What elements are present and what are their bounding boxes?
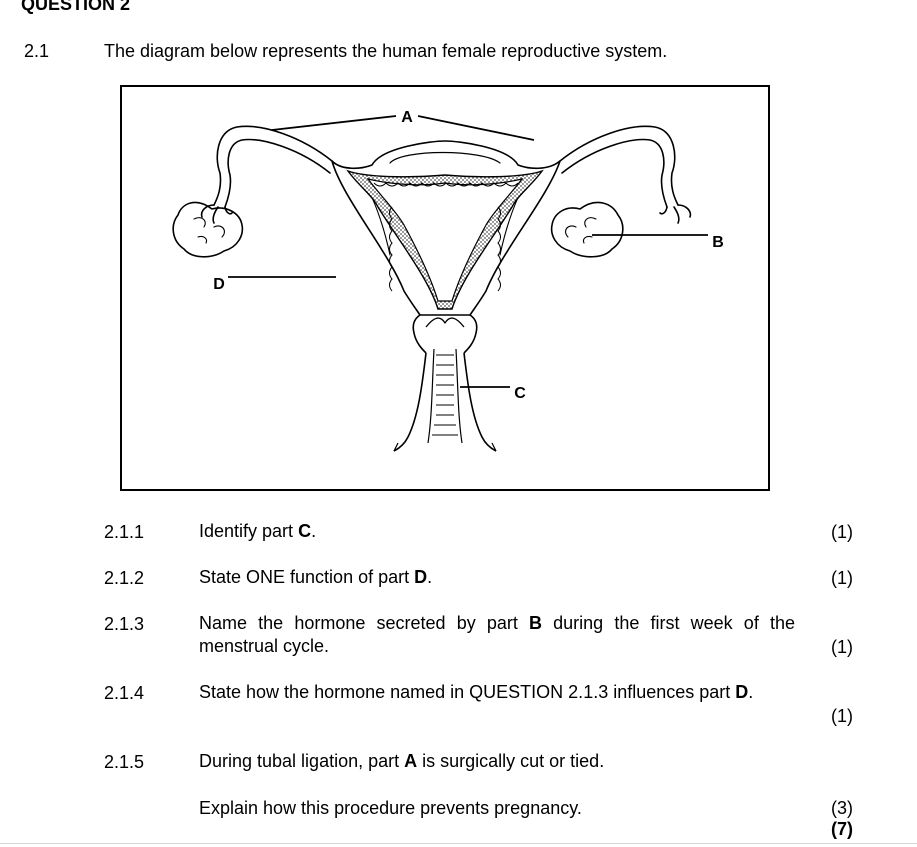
left-oviduct-outer (213, 125, 333, 206)
subquestion-number: 2.1.1 (104, 522, 145, 542)
right-fimbriae (659, 204, 692, 224)
subquestion-text: Name the hormone secreted by part B duri… (199, 613, 795, 656)
subquestion-number: 2.1.5 (104, 752, 145, 772)
label-b: B (712, 234, 724, 251)
left-ovary (172, 201, 244, 258)
cervix (412, 314, 478, 354)
vaginal-rugae (432, 354, 458, 436)
label-c: C (514, 385, 526, 402)
question-heading: QUESTION 2 (21, 0, 131, 14)
vagina (393, 352, 497, 452)
subquestion-text: State how the hormone named in QUESTION … (199, 682, 754, 702)
subquestion-text: Identify part C. (199, 521, 317, 541)
subquestion-number: 2.1.2 (104, 568, 145, 588)
label-d: D (213, 276, 225, 293)
label-a-leader-left (271, 115, 397, 131)
subquestion-marks: (1) (831, 637, 853, 657)
subquestion-number: 2.1.4 (104, 683, 145, 703)
label-a-leader-right (417, 115, 535, 141)
question-number: 2.1 (24, 41, 50, 61)
right-oviduct-outer (559, 125, 679, 206)
subquestion-text: During tubal ligation, part A is surgica… (199, 751, 605, 771)
subquestion-marks: (3) (831, 798, 853, 818)
total-marks: (7) (831, 819, 853, 839)
reproductive-system-diagram: A B C D (172, 109, 724, 452)
subquestion-followup-text: Explain how this procedure prevents preg… (199, 798, 582, 818)
right-oviduct-inner (561, 138, 668, 208)
page-divider (0, 843, 917, 844)
subquestion-marks: (1) (831, 522, 853, 542)
question-intro: The diagram below represents the human f… (104, 41, 668, 61)
right-ovary (550, 201, 624, 258)
subquestion-text: State ONE function of part D. (199, 567, 433, 587)
left-oviduct-inner (224, 138, 331, 208)
uterine-cavity (366, 178, 524, 302)
subquestion-marks: (1) (831, 568, 853, 588)
subquestion-marks: (1) (831, 706, 853, 726)
diagram-frame: A B C D (120, 85, 770, 491)
uterus-wall (331, 140, 561, 316)
subquestion-number: 2.1.3 (104, 614, 145, 634)
label-a: A (401, 109, 413, 126)
